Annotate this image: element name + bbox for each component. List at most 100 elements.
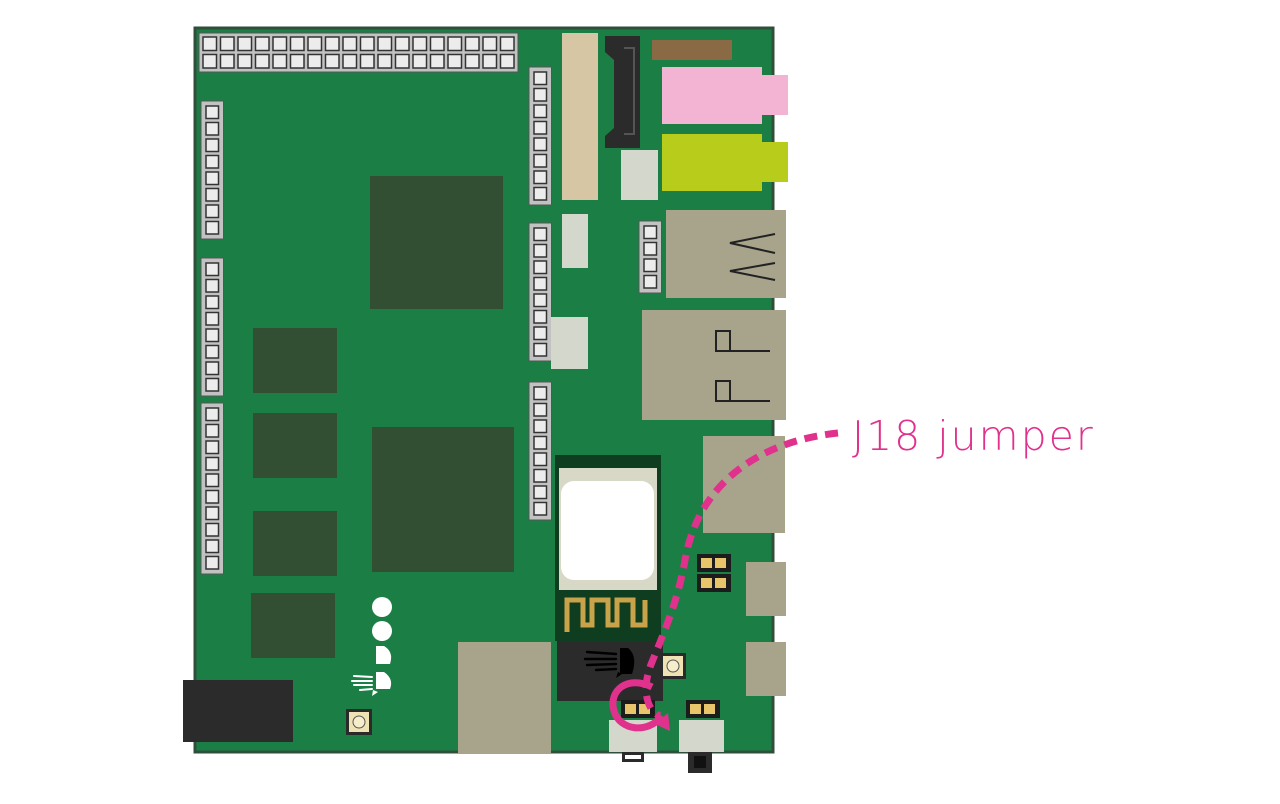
header-pin (205, 440, 220, 455)
usb-port-lower-mark-2 (715, 380, 770, 402)
header-pin (205, 539, 220, 554)
header-pin (499, 53, 515, 69)
header-pin (324, 53, 340, 69)
header-pin (643, 274, 658, 289)
header-pin (412, 36, 428, 52)
memory-chip-2 (253, 413, 337, 478)
connector-light-1 (621, 150, 658, 200)
header-pin (464, 36, 480, 52)
header-pin (205, 344, 220, 359)
jumper-pair-right (697, 554, 731, 592)
header-pin (205, 489, 220, 504)
header-pin (533, 87, 548, 102)
header-pin (205, 187, 220, 202)
header-pin (377, 36, 393, 52)
header-pin (533, 260, 548, 275)
header-pin (533, 435, 548, 450)
header-pin (377, 53, 393, 69)
header-pin (429, 36, 445, 52)
jumper-pin (715, 558, 726, 568)
header-pin (237, 36, 253, 52)
header-pin (533, 293, 548, 308)
main-processor-chip (370, 176, 503, 309)
jumper-near-j18 (686, 700, 720, 718)
sata-connector (605, 36, 640, 148)
bottom-connector (458, 642, 551, 754)
push-button-2 (660, 653, 686, 679)
header-pin (205, 138, 220, 153)
header-pin (205, 361, 220, 376)
top-pin-header (198, 32, 519, 73)
sata-connector-slot (624, 47, 635, 135)
header-pin (205, 262, 220, 277)
header-pin (643, 225, 658, 240)
header-pin (219, 53, 235, 69)
header-pin (533, 276, 548, 291)
wifi-shield-cover (561, 481, 654, 580)
logo-block (557, 641, 663, 701)
header-pin (205, 311, 220, 326)
wifi-antenna-trace (564, 597, 648, 632)
brown-strip (652, 40, 732, 60)
header-pin (533, 137, 548, 152)
header-pin (272, 53, 288, 69)
memory-chip-3 (253, 511, 337, 576)
header-pin (482, 53, 498, 69)
header-pin (205, 220, 220, 235)
audio-jack-green (662, 134, 762, 191)
header-pin (205, 204, 220, 219)
left-pin-header-3 (200, 402, 224, 575)
header-pin (205, 522, 220, 537)
header-body (528, 222, 552, 362)
secondary-chip (372, 427, 514, 572)
header-pin (533, 326, 548, 341)
header-pin (533, 309, 548, 324)
header-pin (533, 342, 548, 357)
header-pin (499, 36, 515, 52)
usb-port-upper-mark (729, 233, 776, 254)
callout-loop (609, 679, 665, 732)
header-body (200, 100, 224, 240)
header-pin (219, 36, 235, 52)
header-pin (447, 36, 463, 52)
header-pin (254, 36, 270, 52)
usb-port-lower-mark (715, 330, 770, 352)
header-body (528, 381, 552, 521)
memory-chip-1 (253, 328, 337, 393)
header-pin (533, 485, 548, 500)
j18-callout-label: J18 jumper (852, 412, 1095, 460)
hand-logo-icon (583, 648, 635, 678)
jumper-pin (704, 704, 715, 714)
header-pin (324, 36, 340, 52)
header-pin (205, 555, 220, 570)
header-pin (205, 423, 220, 438)
header-body (528, 66, 552, 206)
header-pin (482, 36, 498, 52)
header-pin (205, 121, 220, 136)
push-button-1 (346, 709, 372, 735)
side-connector-1 (746, 562, 786, 616)
header-pin (533, 71, 548, 86)
header-pin (205, 154, 220, 169)
jumper-pin (639, 704, 650, 714)
header-pin (342, 53, 358, 69)
header-body (200, 257, 224, 397)
header-pin (289, 36, 305, 52)
header-pin (205, 407, 220, 422)
header-pin (533, 243, 548, 258)
bottom-switch-2 (679, 720, 724, 752)
header-pin (342, 36, 358, 52)
header-pin (464, 53, 480, 69)
middle-pin-header-2 (528, 222, 552, 362)
header-pin (533, 452, 548, 467)
header-pin (394, 53, 410, 69)
board-silkscreen-logo (351, 597, 392, 696)
left-pin-header-1 (200, 100, 224, 240)
header-pin (533, 386, 548, 401)
header-pin (205, 328, 220, 343)
jumper-pin (625, 704, 636, 714)
header-pin (643, 241, 658, 256)
header-pin (307, 53, 323, 69)
middle-pin-header-1 (528, 66, 552, 206)
